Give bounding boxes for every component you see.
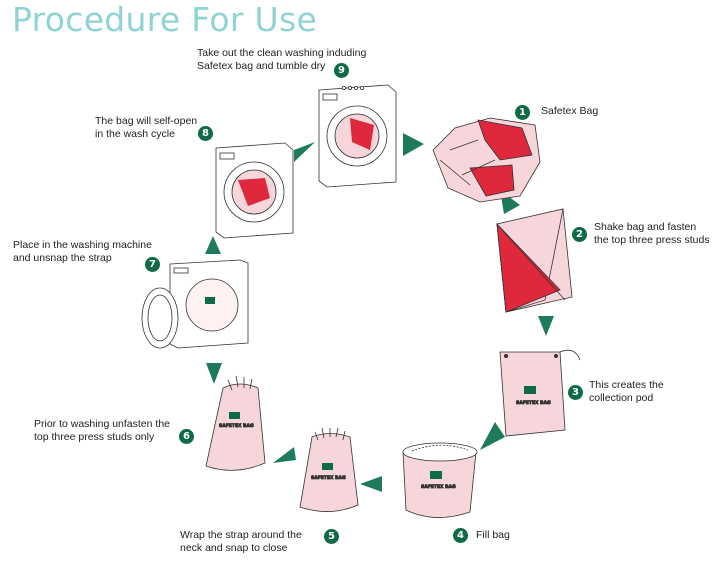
bag-label-3: SAFETEX BAG <box>516 400 551 406</box>
step-7-caption: Place in the washing machine and unsnap … <box>13 239 152 264</box>
step-2-caption: Shake bag and fasten the top three press… <box>594 221 710 246</box>
step-4-fill-illustration: SAFETEX BAG <box>402 442 478 518</box>
step-6-bag-illustration: SAFETEX BAG <box>205 375 266 471</box>
step-9-caption: Take out the clean washing induding Safe… <box>197 47 367 72</box>
page-title: Procedure For Use <box>12 0 318 39</box>
arrow-7-to-8 <box>205 236 221 254</box>
flow-arrows <box>205 133 554 492</box>
step-6-badge: 6 <box>179 429 194 444</box>
bag-label-5: SAFETEX BAG <box>311 475 346 481</box>
arrow-4-to-5 <box>360 476 382 492</box>
step-9-machine-illustration <box>318 84 397 188</box>
arrow-8-to-9 <box>294 142 315 162</box>
step-1-caption: Safetex Bag <box>541 105 599 117</box>
step-8-badge: 8 <box>198 126 213 141</box>
step-9-badge: 9 <box>334 63 349 78</box>
arrow-9-to-1 <box>403 133 424 156</box>
step-3-badge: 3 <box>568 385 583 400</box>
step-2-badge: 2 <box>572 227 587 242</box>
step-8-caption: The bag will self-open in the wash cycle <box>95 115 198 140</box>
bag-label-4: SAFETEX BAG <box>421 484 456 490</box>
step-4-caption: Fill bag <box>476 529 510 541</box>
step-5-caption: Wrap the strap around the neck and snap … <box>180 529 302 554</box>
step-3-pod-illustration: SAFETEX BAG <box>499 349 581 437</box>
step-7-machine-illustration <box>141 259 249 349</box>
step-8-machine-illustration <box>215 142 294 239</box>
step-1-badge: 1 <box>515 105 530 120</box>
bag-label-6: SAFETEX BAG <box>219 423 254 429</box>
step-6-caption: Prior to washing unfasten the top three … <box>34 418 170 443</box>
arrow-3-to-4 <box>480 422 505 450</box>
arrow-6-to-7 <box>206 363 222 384</box>
step-7-badge: 7 <box>145 257 160 272</box>
step-5-tied-bag-illustration: SAFETEX BAG <box>299 427 359 512</box>
step-3-caption: This creates the collection pod <box>589 379 664 404</box>
arrow-5-to-6 <box>273 447 296 463</box>
step-4-badge: 4 <box>453 528 468 543</box>
step-1-bag-illustration <box>432 117 541 203</box>
step-2-bag-illustration <box>496 208 573 313</box>
arrow-2-to-3 <box>538 316 554 336</box>
step-5-badge: 5 <box>324 529 339 544</box>
